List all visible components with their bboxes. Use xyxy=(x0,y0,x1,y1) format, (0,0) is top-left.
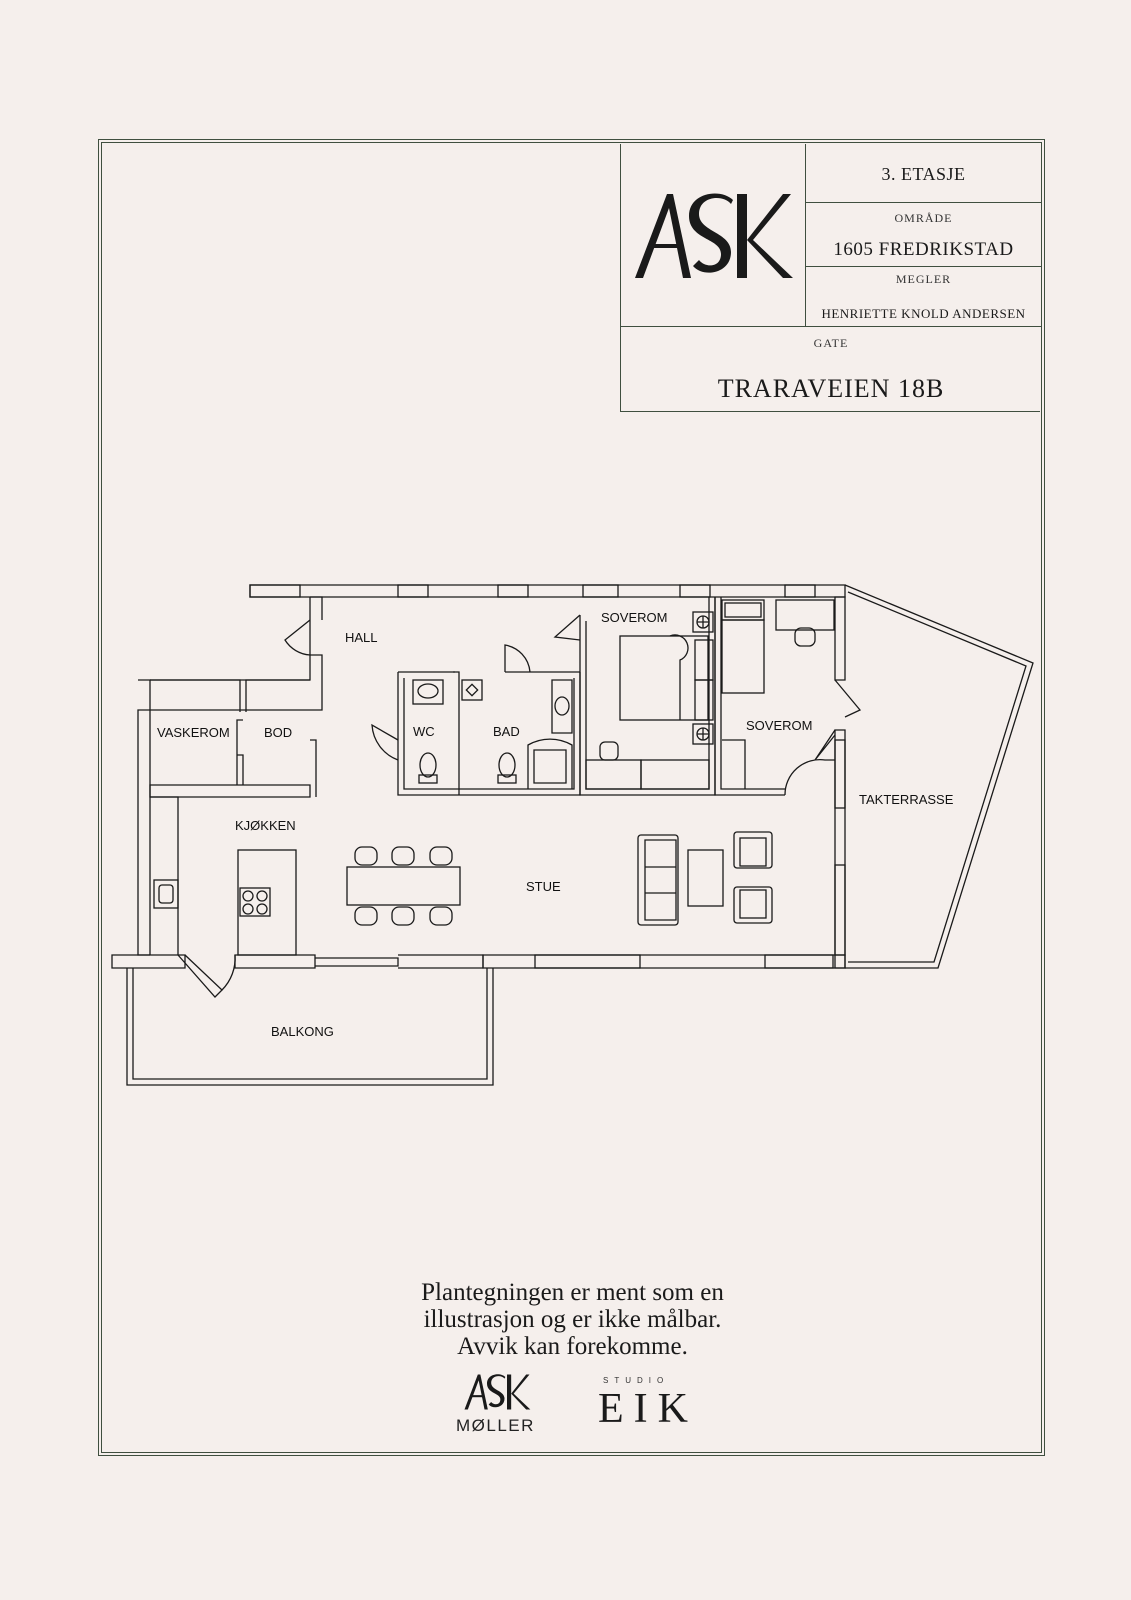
floor-label: 3. ETASJE xyxy=(881,164,966,184)
ask-logo xyxy=(635,193,793,278)
title-divider xyxy=(806,202,1041,203)
disclaimer-line: Plantegningen er ment som en xyxy=(421,1279,724,1306)
terrace-outline xyxy=(844,584,1034,969)
area-caption: OMRÅDE xyxy=(894,211,953,225)
disclaimer-line: Avvik kan forekomme. xyxy=(457,1333,688,1360)
ask-moller-logo xyxy=(464,1374,531,1410)
room-label-takterrasse: TAKTERRASSE xyxy=(859,792,954,807)
room-label-stue: STUE xyxy=(526,879,561,894)
eik-logo: EIK xyxy=(598,1386,698,1432)
exterior-walls xyxy=(111,584,846,969)
room-label-wc: WC xyxy=(413,724,435,739)
room-label-soverom: SOVEROM xyxy=(746,718,812,733)
interior-walls xyxy=(149,597,862,998)
room-label-balkong: BALKONG xyxy=(271,1024,334,1039)
disclaimer-line: illustrasjon og er ikke målbar. xyxy=(423,1306,722,1333)
area-value: 1605 FREDRIKSTAD xyxy=(833,239,1014,260)
title-block: 3. ETASJE OMRÅDE 1605 FREDRIKSTAD MEGLER… xyxy=(620,144,1041,412)
street-value: TRARAVEIEN 18B xyxy=(717,374,945,403)
room-label-bad: BAD xyxy=(493,724,520,739)
room-label-soverom: SOVEROM xyxy=(601,610,667,625)
title-block-logo-cell xyxy=(621,144,806,326)
title-divider xyxy=(621,326,1041,327)
moller-label: MØLLER xyxy=(456,1416,535,1435)
broker-value: HENRIETTE KNOLD ANDERSEN xyxy=(821,306,1026,321)
room-label-vaskerom: VASKEROM xyxy=(157,725,230,740)
room-label-bod: BOD xyxy=(264,725,292,740)
broker-caption: MEGLER xyxy=(895,272,952,286)
room-label-kjokken: KJØKKEN xyxy=(235,818,296,833)
page-frame xyxy=(98,139,1045,1456)
room-label-hall: HALL xyxy=(345,630,378,645)
title-divider xyxy=(806,266,1041,267)
street-caption: GATE xyxy=(813,336,849,350)
studio-label: STUDIO xyxy=(603,1376,670,1385)
balcony-outline xyxy=(126,968,494,1086)
